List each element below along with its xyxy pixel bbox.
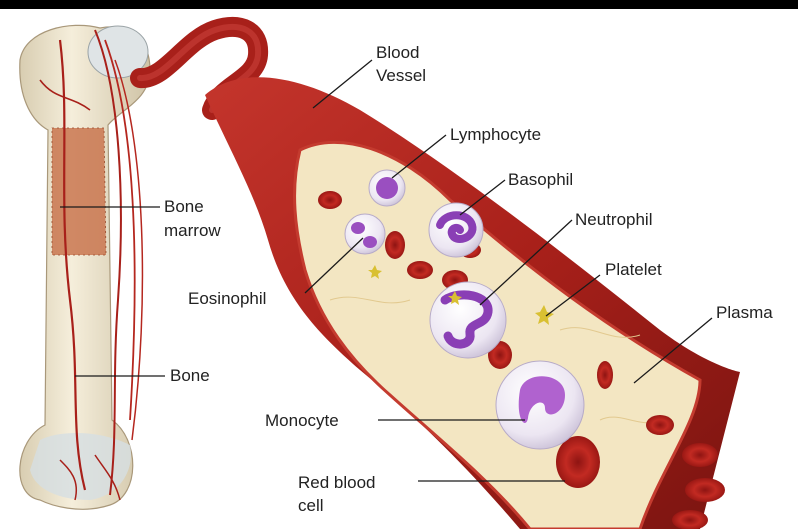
label-bone-marrow-line2: marrow xyxy=(164,221,221,240)
label-eosinophil: Eosinophil xyxy=(188,289,266,308)
label-red-blood-cell-line2: cell xyxy=(298,496,324,515)
eosinophil-cell xyxy=(345,214,385,254)
label-bone: Bone xyxy=(170,366,210,385)
label-blood-vessel-line2: Vessel xyxy=(376,66,426,85)
label-neutrophil: Neutrophil xyxy=(575,210,653,229)
label-platelet: Platelet xyxy=(605,260,662,279)
label-blood-vessel-line1: Blood xyxy=(376,43,419,62)
lymphocyte-cell xyxy=(369,170,405,206)
label-bone-marrow-line1: Bone xyxy=(164,197,204,216)
label-basophil: Basophil xyxy=(508,170,573,189)
top-bar xyxy=(0,0,798,9)
monocyte-cell xyxy=(496,361,584,449)
label-lymphocyte: Lymphocyte xyxy=(450,125,541,144)
label-plasma: Plasma xyxy=(716,303,773,322)
red-blood-cell-highlight xyxy=(556,436,600,488)
label-monocyte: Monocyte xyxy=(265,411,339,430)
basophil-cell xyxy=(429,203,483,257)
neutrophil-cell xyxy=(430,282,506,358)
bone-illustration xyxy=(20,25,150,509)
marrow-cavity xyxy=(52,128,106,255)
label-red-blood-cell-line1: Red blood xyxy=(298,473,376,492)
